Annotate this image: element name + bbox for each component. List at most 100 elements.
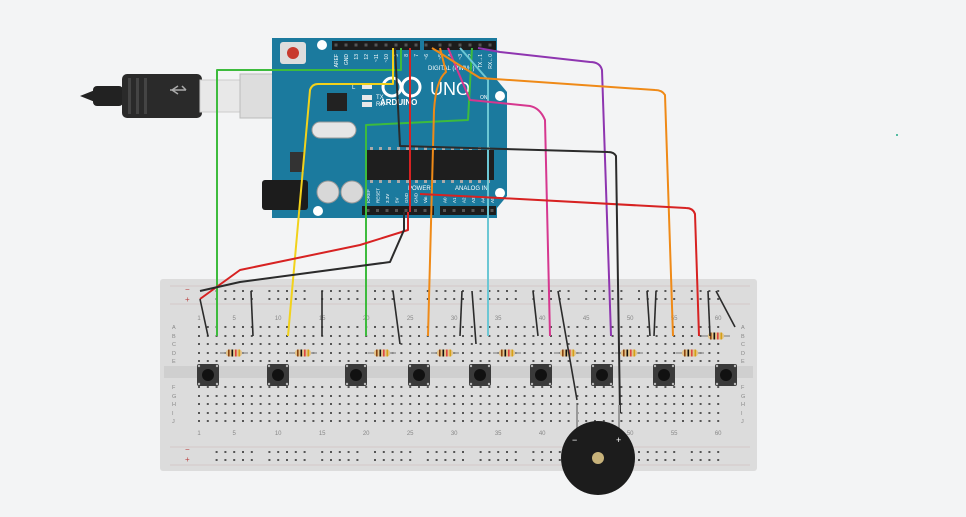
wire-red-analog[interactable] xyxy=(419,193,700,337)
row-letter: D xyxy=(741,351,745,357)
power-pin-label: A2 xyxy=(462,197,467,203)
jumper-wire[interactable] xyxy=(459,290,463,337)
column-number: 5 xyxy=(233,431,237,437)
wire-cyan[interactable] xyxy=(459,47,489,336)
column-number: 25 xyxy=(407,431,414,437)
jumper-wire[interactable] xyxy=(250,290,254,337)
digital-pin-label: TX→1 xyxy=(478,54,484,68)
piezo-buzzer[interactable]: − + xyxy=(561,405,635,495)
wire-red-5v[interactable] xyxy=(199,212,409,300)
push-button[interactable] xyxy=(345,364,367,386)
jumper-wire[interactable] xyxy=(653,290,657,337)
push-button[interactable] xyxy=(530,364,552,386)
led-l-label: L xyxy=(352,85,356,91)
column-number: 20 xyxy=(363,431,370,437)
reset-button-cap[interactable] xyxy=(287,47,299,59)
digital-pin-label: 12 xyxy=(364,54,370,60)
column-number: 30 xyxy=(451,431,458,437)
column-number: 40 xyxy=(539,316,546,322)
power-pin-label: A1 xyxy=(452,197,457,203)
row-letter: E xyxy=(741,359,745,365)
push-button[interactable] xyxy=(267,364,289,386)
wire-purple[interactable] xyxy=(477,47,612,337)
power-pin-label: A4 xyxy=(481,197,486,203)
row-letter: C xyxy=(172,342,176,348)
column-number: 10 xyxy=(275,431,282,437)
jumper-wire[interactable] xyxy=(471,290,477,345)
jumper-wire[interactable] xyxy=(557,290,578,401)
power-pin-label: GND xyxy=(404,192,409,203)
row-letter: F xyxy=(741,385,745,391)
digital-pin-label: GND xyxy=(344,54,350,66)
jumper-wire[interactable] xyxy=(707,290,711,337)
push-button[interactable] xyxy=(591,364,613,386)
row-letter: I xyxy=(741,411,743,417)
row-letter: G xyxy=(741,394,745,400)
jumper-wire[interactable] xyxy=(715,290,736,328)
power-pin-label: A0 xyxy=(443,197,448,203)
power-pin-label: A3 xyxy=(471,197,476,203)
led-rx-label: RX xyxy=(376,102,384,108)
rail-minus-bottom: − xyxy=(185,445,190,454)
row-letter: H xyxy=(172,402,176,408)
resistor[interactable] xyxy=(493,349,521,357)
digital-pin-label: 7 xyxy=(414,54,420,57)
wire-orange-2[interactable] xyxy=(431,47,674,337)
row-letter: H xyxy=(741,402,745,408)
digital-pin-label: 13 xyxy=(354,54,360,60)
column-number: 55 xyxy=(671,431,678,437)
rail-minus-top: − xyxy=(185,285,190,294)
analog-label: ANALOG IN xyxy=(455,186,488,192)
digital-pin-label: 8 xyxy=(404,54,410,57)
wire-black-rail[interactable] xyxy=(199,212,405,292)
row-letter: E xyxy=(172,359,176,365)
column-number: 60 xyxy=(715,431,722,437)
digital-pin-label: ~5 xyxy=(438,54,444,60)
column-number: 35 xyxy=(495,431,502,437)
digital-pin-label: ~9 xyxy=(394,54,400,60)
push-button[interactable] xyxy=(653,364,675,386)
jumper-wire[interactable] xyxy=(532,290,539,337)
wire-black-gnd[interactable] xyxy=(394,47,621,414)
column-number: 55 xyxy=(671,316,678,322)
jumper-wire[interactable] xyxy=(646,290,651,337)
jumper-wire[interactable] xyxy=(392,290,401,345)
resistor[interactable] xyxy=(676,349,704,357)
resistor[interactable] xyxy=(702,332,730,340)
column-number: 15 xyxy=(319,431,326,437)
column-number: 50 xyxy=(627,431,634,437)
row-letter: J xyxy=(741,419,744,425)
rail-plus-top: + xyxy=(185,295,190,304)
push-button[interactable] xyxy=(715,364,737,386)
resistor[interactable] xyxy=(368,349,396,357)
row-letter: I xyxy=(172,411,174,417)
resistor[interactable] xyxy=(431,349,459,357)
row-letter: B xyxy=(172,334,176,340)
wire-green-1[interactable] xyxy=(216,48,402,336)
dot-marker xyxy=(896,134,898,136)
power-jack xyxy=(262,180,308,210)
analog-header[interactable] xyxy=(440,206,496,215)
column-number: 10 xyxy=(275,316,282,322)
digital-pin-label: RX←0 xyxy=(488,54,494,69)
power-pin-label: 3.3V xyxy=(385,194,390,203)
wire-green-2[interactable] xyxy=(365,47,473,336)
power-pin-label: GND xyxy=(414,192,419,203)
push-button[interactable] xyxy=(469,364,491,386)
resistor[interactable] xyxy=(289,349,317,357)
column-number: 5 xyxy=(233,316,237,322)
jumper-wire[interactable] xyxy=(199,298,209,337)
wire-pink[interactable] xyxy=(447,47,551,337)
wire-yellow[interactable] xyxy=(287,48,394,337)
push-button[interactable] xyxy=(408,364,430,386)
digital-pin-label: ~6 xyxy=(424,54,430,60)
usb-cable[interactable] xyxy=(80,73,279,119)
resistor[interactable] xyxy=(220,349,248,357)
wire-orange-1[interactable] xyxy=(427,47,447,337)
push-button[interactable] xyxy=(197,364,219,386)
digital-label: DIGITAL (PWM~) xyxy=(428,66,475,72)
atmega-chip xyxy=(366,150,494,180)
row-letter: G xyxy=(172,394,176,400)
